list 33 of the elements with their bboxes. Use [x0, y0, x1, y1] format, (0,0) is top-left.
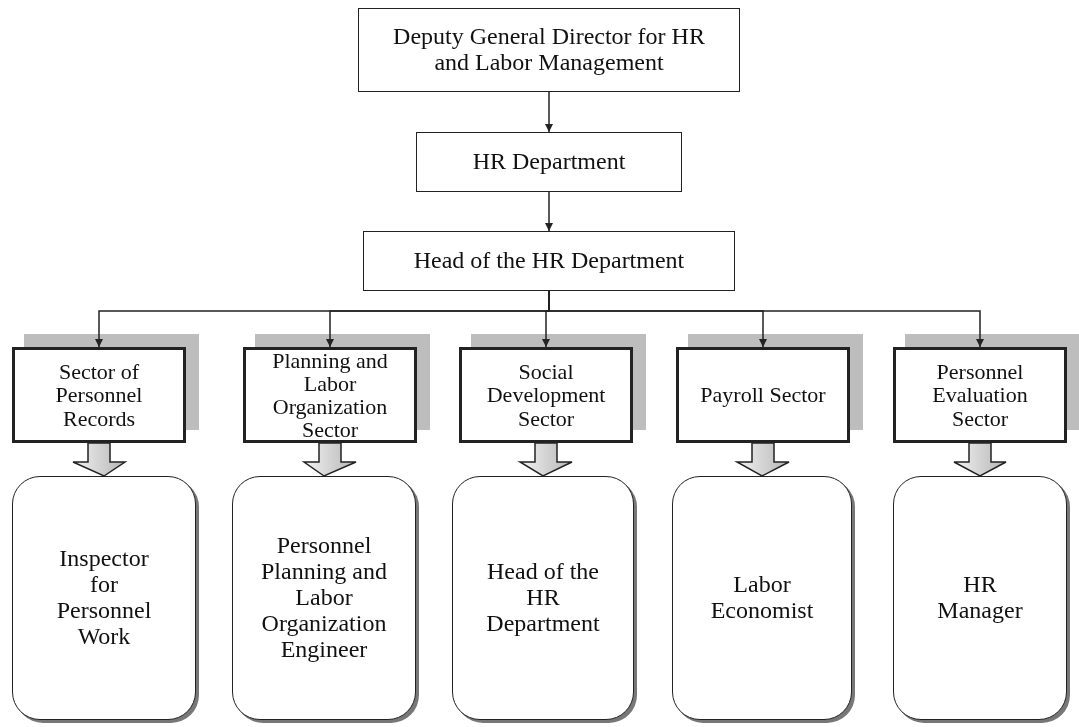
node-label: HR Department — [471, 149, 627, 175]
node-label: Social Development Sector — [485, 360, 607, 430]
block-arrow — [953, 442, 1007, 477]
node-label: Labor Economist — [709, 572, 815, 624]
block-arrow — [734, 442, 790, 477]
block-arrow — [517, 442, 573, 477]
sector-box — [459, 347, 633, 443]
org-box — [416, 132, 682, 192]
node-label: Personnel Evaluation Sector — [931, 360, 1029, 430]
node-label: Payroll Sector — [699, 383, 827, 407]
node-label: HR Manager — [936, 572, 1024, 624]
sector-box — [676, 347, 850, 443]
org-box — [363, 231, 735, 291]
position-box — [12, 476, 196, 720]
block-arrow — [301, 442, 357, 477]
node-label: Head of the HR Department — [412, 248, 686, 274]
arrow — [545, 91, 553, 133]
position-box — [452, 476, 634, 720]
org-box — [358, 8, 740, 92]
position-box — [232, 476, 416, 720]
node-label: Planning and Labor Organization Sector — [271, 348, 389, 442]
position-box — [893, 476, 1067, 720]
position-box — [672, 476, 852, 720]
sector-box — [243, 347, 417, 443]
block-arrow — [72, 442, 128, 477]
node-label: Sector of Personnel Records — [54, 360, 144, 430]
sector-box — [12, 347, 186, 443]
node-label: Deputy General Director for HR and Labor Management — [392, 24, 706, 76]
node-label: Head of the HR Department — [485, 559, 601, 637]
node-label: Inspector for Personnel Work — [55, 546, 153, 650]
sector-box — [893, 347, 1067, 443]
arrow — [545, 191, 553, 232]
node-label: Personnel Planning and Labor Organization Engineer — [260, 533, 388, 663]
